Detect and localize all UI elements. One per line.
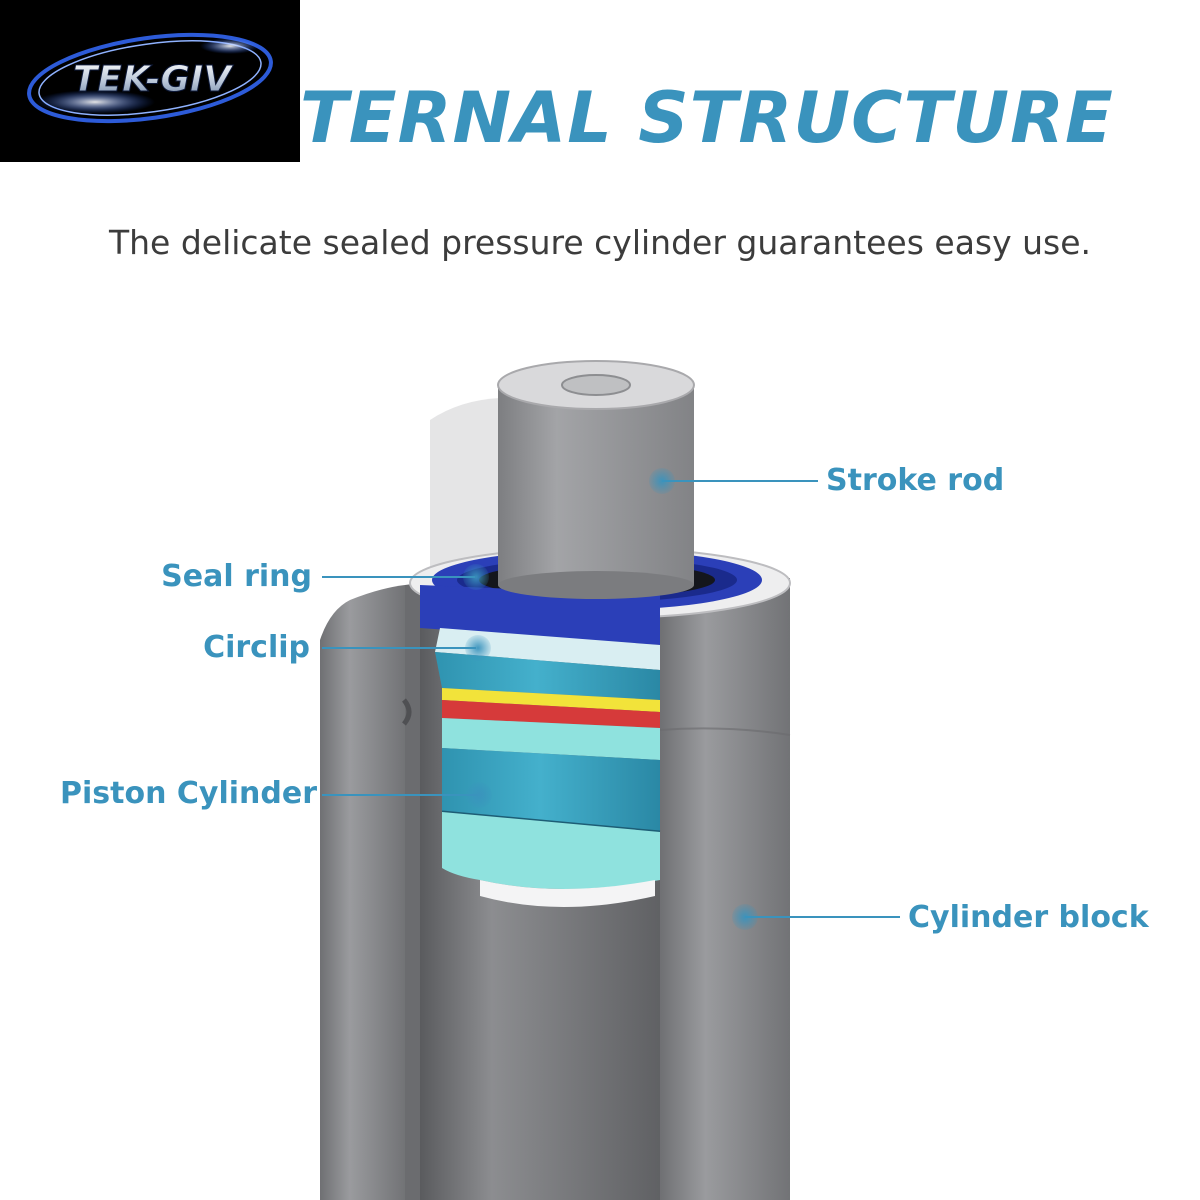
cylinder-wall-left xyxy=(405,583,420,1200)
dot-cylinder-block xyxy=(732,904,758,930)
cylinder-groove xyxy=(401,698,412,726)
page-title: TERNAL STRUCTURE xyxy=(300,77,1114,159)
dot-piston-cylinder xyxy=(466,782,492,808)
cylinder-block-outer-right xyxy=(660,578,790,1200)
seal-ring-band xyxy=(420,585,660,645)
label-piston-cylinder: Piston Cylinder xyxy=(60,776,317,811)
dot-seal-ring xyxy=(463,564,489,590)
logo-text: TEK-GIV xyxy=(73,59,234,100)
dot-circlip xyxy=(465,635,491,661)
piston-gap xyxy=(480,880,655,907)
logo-graphic: TEK-GIV xyxy=(27,32,273,124)
label-seal-ring: Seal ring xyxy=(161,559,312,594)
piston-main-band xyxy=(442,748,660,832)
cylinder-block-outer-left xyxy=(320,585,405,1200)
piston-upper-band xyxy=(435,652,660,700)
circlip-band xyxy=(435,628,660,670)
cylinder-block-edge xyxy=(659,727,791,736)
label-stroke-rod: Stroke rod xyxy=(826,463,1005,498)
stroke-rod-base xyxy=(498,571,694,599)
brand-logo: TEK-GIV xyxy=(0,0,300,162)
label-cylinder-block: Cylinder block xyxy=(908,900,1149,935)
dot-stroke-rod xyxy=(649,468,675,494)
page-subtitle: The delicate sealed pressure cylinder gu… xyxy=(108,223,1092,262)
stroke-rod-thread-hole xyxy=(561,374,631,396)
seal-band-yellow xyxy=(442,688,660,712)
seal-band-red xyxy=(442,700,660,728)
label-circlip: Circlip xyxy=(203,630,310,665)
piston-lower-band xyxy=(442,812,660,889)
piston-light-band xyxy=(442,718,660,760)
